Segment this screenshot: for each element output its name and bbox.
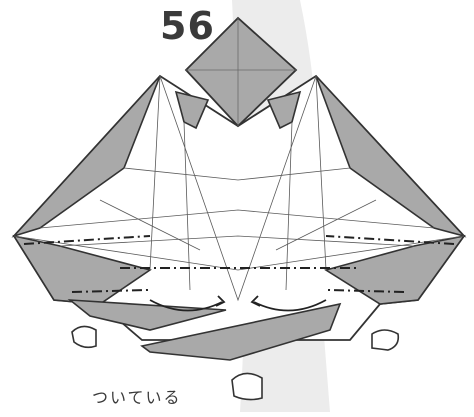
- bottom-foot-flap: [232, 373, 262, 399]
- right-foot-flap: [372, 330, 398, 350]
- step-number: 56: [160, 4, 215, 48]
- annotation-label: ついている: [92, 384, 182, 408]
- left-foot-flap: [72, 326, 96, 347]
